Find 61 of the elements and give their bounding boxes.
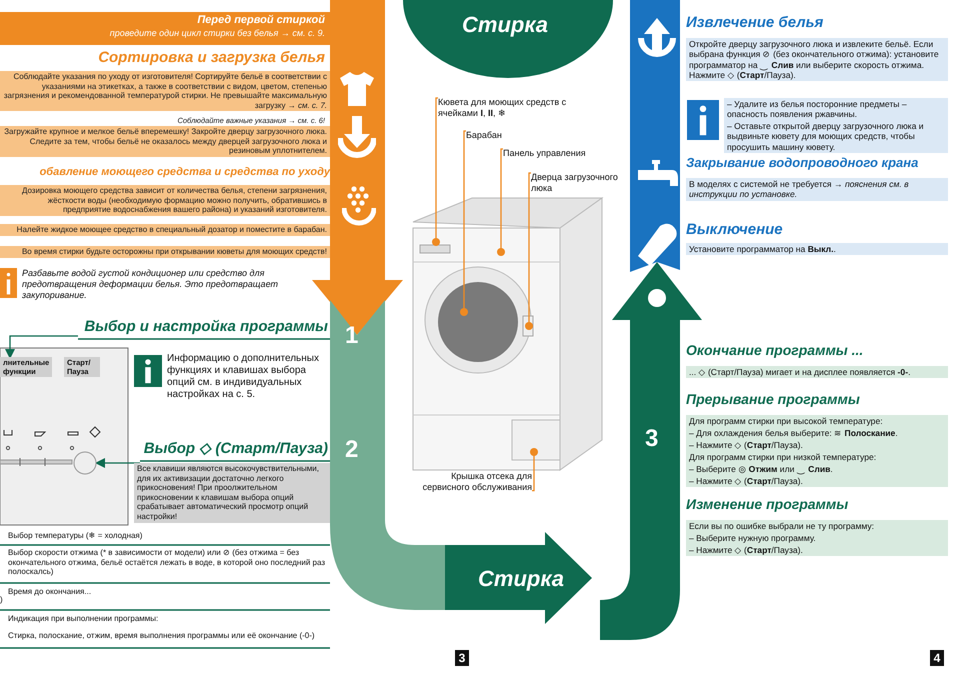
step-number: 2 xyxy=(345,436,360,465)
arrow xyxy=(95,458,140,468)
instruction-text: Соблюдайте указания по уходу от изготовителя! Сортируйте бельё в соответствии с указаниями на этикетках, а также в соответствии с видом, цветом, степенью загрязнения и рекомендованной температурой стирки. Не превышайте максимальную загрузку → см. с. 7. xyxy=(0,71,330,112)
table-row-text: ) xyxy=(0,595,4,605)
callout-label: Барабан xyxy=(466,130,546,141)
section-heading: обавление моющего средства и средства по уходу xyxy=(38,166,330,180)
leader-line xyxy=(460,130,468,316)
instruction-text: – Для охлаждения белья выберите: ≋ Полоскание. xyxy=(686,427,948,440)
instruction-text: Для программ стирки при низкой температуре: xyxy=(686,451,948,464)
section-heading: Изменение программы xyxy=(686,496,850,513)
leader-line xyxy=(525,172,533,330)
table-row-text: Стирка, полоскание, отжим, время выполнения программы или её окончание (-0-) xyxy=(8,631,316,641)
page-number: 4 xyxy=(930,650,944,666)
note-text: Все клавиши являются высокочувствительными, для их активизации достаточно легкого прикосновения! При проолжительном прикосновении к клавишам выбора опций срабатывает автоматический просмотр опций настройки! xyxy=(134,463,330,523)
instruction-text: Если вы по ошибке выбрали не ту программу: xyxy=(686,520,948,532)
callout-label: Крышка отсека для сервисного обслуживания xyxy=(402,471,532,493)
note-text: – Удалите из белья посторонние предметы – опасность появления ржавчины. xyxy=(724,98,948,121)
section-heading: Прерывание программы xyxy=(686,391,861,408)
section-heading: Выбор ◇ (Старт/Пауза) xyxy=(140,440,328,458)
step-number: 3 xyxy=(645,425,660,454)
note-text: – Оставьте открытой дверцу загрузочного люка и выдвиньте кювету для моющих средств, чтобы просушить машину кювету. xyxy=(724,120,948,153)
note-text: проведите один цикл стирки без белья → см. с. 9. xyxy=(108,28,325,39)
section-heading: Извлечение белья xyxy=(686,14,824,32)
heading: Стирка xyxy=(478,566,565,592)
table-row-text: Выбор температуры (❄ = холодная) xyxy=(8,531,144,541)
callout-label: Дверца загрузочного люка xyxy=(531,172,621,194)
instruction-text: Дозировка моющего средства зависит от количества белья, степени загрязнения, жёсткости воды (необходимую формацию можно получить, обратившись в предприятие водоснабжения вашего района) и указаний изготовителя. xyxy=(0,185,330,216)
step-number: 1 xyxy=(345,322,360,351)
start-button xyxy=(73,451,97,475)
section-heading: Окончание программы ... xyxy=(686,342,864,359)
leader-line xyxy=(497,148,505,256)
instruction-text: Откройте дверцу загрузочного люка и извлеките бельё. Если выбрана функция ⊘ (без окончательного отжима): установите программатор на ⏝ Слив или выберите скорость отжима. Нажмите ◇ (Старт/Пауза). xyxy=(686,38,948,82)
table-row-text: Время до окончания... xyxy=(8,587,92,597)
page-number: 3 xyxy=(455,650,469,666)
section-heading: Сортировка и загрузка белья xyxy=(97,49,325,67)
instruction-text: – Нажмите ◇ (Старт/Пауза). xyxy=(686,475,948,488)
table-row-text: Выбор скорости отжима (* в зависимости от модели) или ⊘ (без отжима = без окончательного отжима, бельё остаётся лежать в воде, в которой оно последний раз полоскалсь) xyxy=(8,548,326,577)
instruction-text: Установите программатор на Выкл.. xyxy=(686,243,948,256)
section-heading: Выбор и настройка программы xyxy=(78,318,328,336)
heading: Стирка xyxy=(462,12,549,38)
callout-label: Панель управления xyxy=(503,148,613,159)
section-heading: Закрывание водопроводного крана xyxy=(686,155,920,171)
note-text: Разбавьте водой густой кондиционер или средство для предотвращения деформации белья. Это предотвращает закупоривание. xyxy=(22,268,279,300)
instruction-text: В моделях с системой не требуется → пояснения см. в инструкции по установке. xyxy=(686,178,948,201)
instruction-text: ... ◇ (Старт/Пауза) мигает и на дисплее появляется -0-. xyxy=(686,366,948,378)
instruction-text: Во время стирки будьте осторожны при открывании кюветы для моющих средств! xyxy=(0,246,330,258)
callout-label: Кювета для моющих средств с ячейками I, II, ❄ xyxy=(438,97,598,119)
leader-line xyxy=(530,448,538,492)
leader-line xyxy=(432,97,440,246)
arrow xyxy=(5,335,78,359)
heading: Перед первой стиркой xyxy=(196,14,325,28)
instruction-text: – Выберите нужную программу. xyxy=(686,532,948,544)
section-heading: Выключение xyxy=(686,221,784,239)
instruction-text: Налейте жидкое моющее средство в специальный дозатор и поместите в барабан. xyxy=(0,224,330,236)
instruction-text: Загружайте крупное и мелкое бельё вперемешку! Закройте дверцу загрузочного люка. Следите за тем, чтобы бельё не оказалось между дверцей загрузочного люка и резиновым уплотнителем. xyxy=(0,126,330,157)
instruction-text: – Нажмите ◇ (Старт/Пауза). xyxy=(686,544,948,556)
instruction-text: Для программ стирки при высокой температуре: xyxy=(686,415,948,428)
table-row-text: Индикация при выполнении программы: xyxy=(8,614,160,624)
instruction-text: – Нажмите ◇ (Старт/Пауза). xyxy=(686,439,948,452)
instruction-text: – Выберите ◎ Отжим или ⏝ Слив. xyxy=(686,463,948,476)
note-text: Информацию о дополнительных функциях и клавишах выбора опций см. в индивидуальных настройках на с. 5. xyxy=(167,353,320,401)
